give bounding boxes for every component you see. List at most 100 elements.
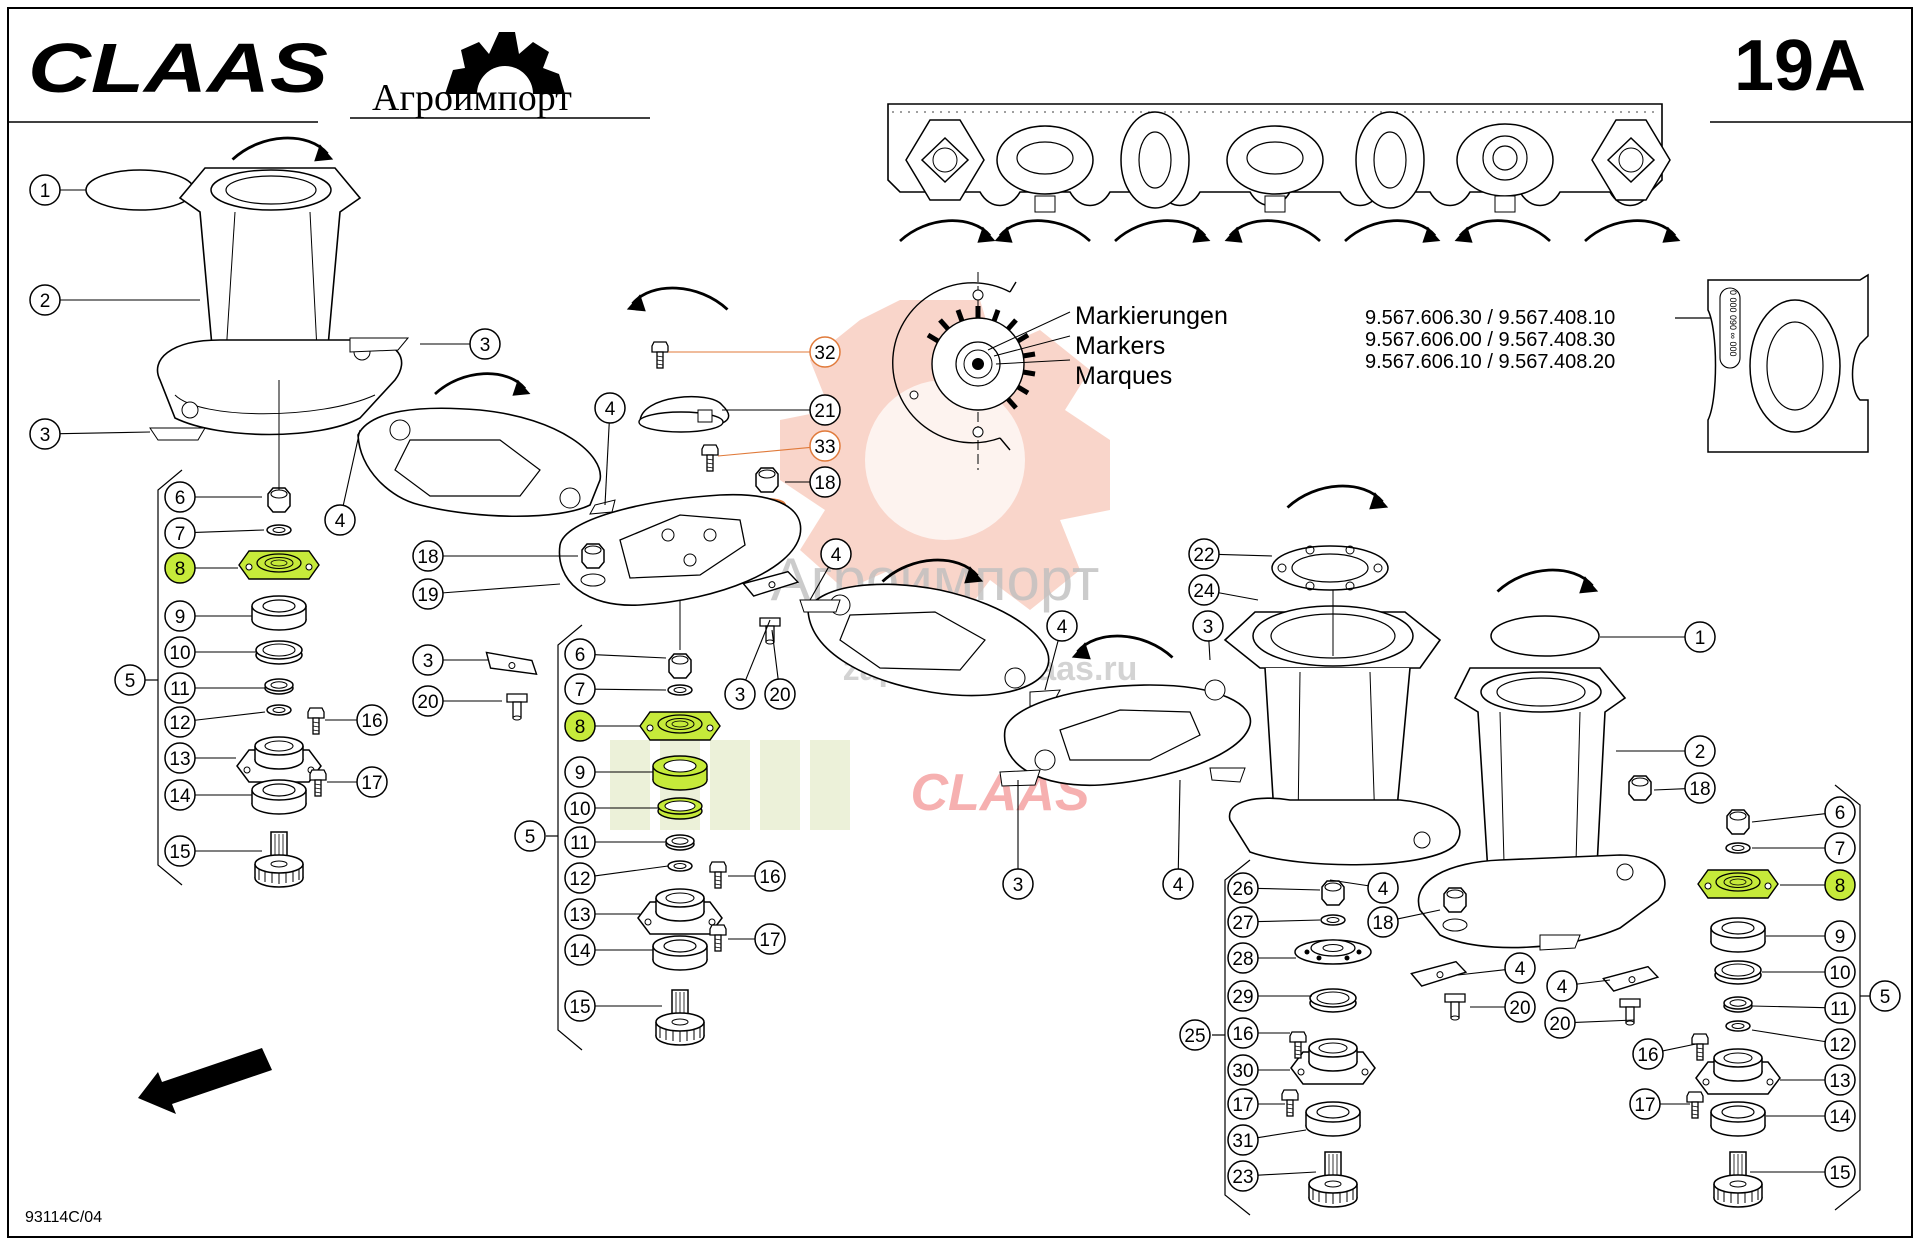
travel-direction-arrow <box>138 1048 272 1114</box>
callout-number: 4 <box>1557 977 1568 998</box>
callout-number: 7 <box>175 524 186 545</box>
middle-assembly <box>482 286 1252 1051</box>
callout-number: 17 <box>1634 1095 1655 1116</box>
callout-m3: 3 <box>412 644 488 676</box>
callout-number: 19 <box>417 585 438 606</box>
callout-number: 15 <box>1829 1163 1850 1184</box>
callout-number: 11 <box>170 679 190 700</box>
callout-number: 6 <box>1835 803 1846 824</box>
callout-r6: 6 <box>1751 796 1856 828</box>
callout-number: 17 <box>759 930 780 951</box>
callout-number: 3 <box>1203 617 1214 638</box>
callout-c5: 5 <box>114 664 146 696</box>
callout-m8: 8 <box>564 710 640 742</box>
right-drum-24 <box>1223 484 1461 866</box>
callout-m5: 5 <box>514 820 546 852</box>
callout-number: 25 <box>1184 1026 1205 1047</box>
callout-r4: 4 <box>1329 872 1399 904</box>
callout-r30: 30 <box>1227 1054 1290 1086</box>
callout-r15: 15 <box>1750 1156 1856 1188</box>
callout-number: 20 <box>769 685 790 706</box>
callout-c16: 16 <box>325 704 388 736</box>
callout-c14: 14 <box>164 779 252 811</box>
callout-r20b: 20 <box>1544 1007 1635 1039</box>
callout-number: 4 <box>1515 959 1526 980</box>
callout-m14: 14 <box>564 934 653 966</box>
callout-number: 3 <box>40 425 51 446</box>
callout-r9: 9 <box>1766 920 1856 952</box>
callout-c7: 7 <box>164 517 265 549</box>
callout-number: 16 <box>759 867 780 888</box>
callout-number: 2 <box>1695 742 1706 763</box>
callout-number: 2 <box>40 291 51 312</box>
callout-number: 4 <box>1378 879 1389 900</box>
callout-number: 16 <box>1232 1024 1253 1045</box>
callout-number: 5 <box>1880 987 1891 1008</box>
stamp-digits: 0 000 090 ∞ 000 <box>1728 290 1738 356</box>
callout-number: 33 <box>814 437 835 458</box>
stack-25 <box>1212 859 1376 1216</box>
callout-c10: 10 <box>164 636 256 668</box>
callout-m20: 20 <box>412 685 502 717</box>
callout-r31: 31 <box>1227 1124 1307 1156</box>
callout-m32: 32 <box>668 336 841 368</box>
callout-c15: 15 <box>164 835 262 867</box>
page-code: 19A <box>1734 26 1866 106</box>
part-number-2: 9.567.606.00 / 9.567.408.30 <box>1365 329 1615 351</box>
callout-c2: 2 <box>29 284 200 316</box>
markers-label-en: Markers <box>1075 332 1165 360</box>
callout-r18b: 18 <box>1367 906 1441 938</box>
callout-c11: 11 <box>164 672 265 704</box>
callout-r22: 22 <box>1188 538 1273 570</box>
callout-r18: 18 <box>1653 772 1716 804</box>
callout-m4b: 4 <box>809 538 852 601</box>
callout-r27: 27 <box>1227 906 1321 938</box>
callout-m18b: 18 <box>412 540 578 572</box>
callout-number: 12 <box>569 869 590 890</box>
callout-number: 10 <box>569 799 590 820</box>
callout-number: 18 <box>1372 913 1393 934</box>
callout-c4: 4 <box>324 429 361 536</box>
brand-logo: CLAAS <box>28 29 328 107</box>
callout-r7: 7 <box>1752 832 1856 864</box>
callout-number: 18 <box>814 473 835 494</box>
drawing-id: 93114C/04 <box>25 1209 102 1226</box>
callout-m19: 19 <box>412 578 561 610</box>
callout-m3b: 3 <box>724 619 771 710</box>
callout-r13: 13 <box>1780 1064 1856 1096</box>
callout-number: 20 <box>417 692 438 713</box>
callout-number: 8 <box>175 559 186 580</box>
callout-m13: 13 <box>564 898 640 930</box>
callout-r26: 26 <box>1227 872 1321 904</box>
right-drum-2 <box>1409 568 1666 1026</box>
callout-number: 12 <box>1829 1035 1850 1056</box>
callout-r10: 10 <box>1762 956 1856 988</box>
callout-r28: 28 <box>1227 942 1296 974</box>
callout-m33: 33 <box>717 430 841 462</box>
callout-number: 26 <box>1232 879 1253 900</box>
gear-icon <box>445 32 565 94</box>
callout-number: 9 <box>575 763 586 784</box>
callout-number: 4 <box>335 511 346 532</box>
callout-number: 14 <box>569 941 591 962</box>
callout-number: 7 <box>1835 839 1846 860</box>
callout-r17b: 17 <box>1629 1088 1690 1120</box>
callout-number: 17 <box>361 773 382 794</box>
callout-number: 16 <box>1637 1045 1658 1066</box>
left-assembly <box>85 136 616 888</box>
callout-m16: 16 <box>728 860 786 892</box>
callout-c3: 3 <box>420 328 501 360</box>
callout-r23: 23 <box>1227 1160 1317 1192</box>
callout-number: 22 <box>1193 545 1214 566</box>
callout-number: 1 <box>1695 628 1706 649</box>
callout-c12: 12 <box>164 706 266 738</box>
callout-c8: 8 <box>164 552 238 584</box>
callout-r3: 3 <box>1192 610 1224 661</box>
callout-m10: 10 <box>564 792 658 824</box>
callout-r4c: 4 <box>1546 970 1611 1002</box>
callout-r16b: 16 <box>1632 1038 1697 1070</box>
callout-c6: 6 <box>164 481 262 513</box>
callout-m15: 15 <box>564 990 662 1022</box>
callout-number: 29 <box>1232 987 1253 1008</box>
callout-number: 18 <box>1689 779 1710 800</box>
